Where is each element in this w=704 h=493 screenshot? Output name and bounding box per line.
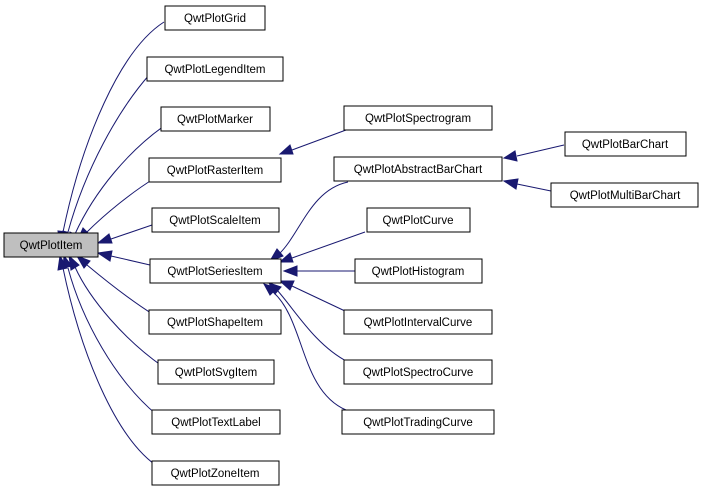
- node-qwtplotintervalcurve[interactable]: QwtPlotIntervalCurve: [343, 309, 493, 335]
- node-box: [341, 409, 495, 435]
- node-label: QwtPlotSpectroCurve: [363, 367, 474, 379]
- edge-absbar-to-series: [277, 181, 349, 256]
- node-label: QwtPlotLegendItem: [164, 64, 265, 76]
- edge-trading-to-series: [272, 291, 347, 411]
- node-box: [343, 105, 493, 131]
- edge-interval-to-series: [291, 285, 346, 312]
- node-label: QwtPlotHistogram: [372, 266, 465, 278]
- edge-curve-to-series: [291, 231, 366, 259]
- edge-spectrogram-to-raster: [291, 129, 347, 151]
- node-label: QwtPlotAbstractBarChart: [354, 164, 483, 176]
- edge-multibar-to-absbar: [516, 183, 552, 192]
- node-label: QwtPlotSeriesItem: [167, 266, 262, 278]
- node-box: [148, 309, 282, 335]
- arrowhead-multibar: [502, 178, 519, 190]
- node-qwtplotshapeitem[interactable]: QwtPlotShapeItem: [148, 309, 282, 335]
- node-label: QwtPlotMultiBarChart: [570, 190, 681, 202]
- edge-raster-to-root: [86, 177, 156, 233]
- node-qwtplothistogram[interactable]: QwtPlotHistogram: [354, 258, 483, 284]
- edge-text-to-root: [67, 267, 158, 416]
- node-qwtplotmultibarchart[interactable]: QwtPlotMultiBarChart: [550, 182, 699, 208]
- node-box: [333, 156, 503, 182]
- node-qwtplotlegenditem[interactable]: QwtPlotLegendItem: [146, 56, 284, 82]
- arrowhead-svg: [68, 254, 80, 271]
- node-box: [164, 5, 266, 31]
- edges: [57, 21, 565, 469]
- node-label: QwtPlotSpectrogram: [365, 113, 471, 125]
- node-qwtplotabstractbarchart[interactable]: QwtPlotAbstractBarChart: [333, 156, 503, 182]
- arrowhead-spectrogram: [278, 144, 294, 155]
- node-qwtplotsvgitem[interactable]: QwtPlotSvgItem: [157, 359, 275, 385]
- node-label: QwtPlotScaleItem: [169, 215, 260, 227]
- arrowhead-shape: [75, 255, 91, 269]
- node-label: QwtPlotGrid: [184, 13, 246, 25]
- edge-series-to-root: [110, 255, 151, 266]
- node-box: [151, 460, 280, 486]
- node-label: QwtPlotBarChart: [582, 139, 669, 151]
- node-qwtplotseriesitem[interactable]: QwtPlotSeriesItem: [149, 258, 282, 284]
- arrowhead-histogram: [282, 265, 298, 277]
- node-qwtplottradingcurve[interactable]: QwtPlotTradingCurve: [341, 409, 495, 435]
- node-label: QwtPlotShapeItem: [167, 317, 263, 329]
- node-box: [550, 182, 699, 208]
- node-box: [343, 359, 493, 385]
- node-qwtplotgrid[interactable]: QwtPlotGrid: [164, 5, 266, 31]
- node-qwtplottextlabel[interactable]: QwtPlotTextLabel: [151, 409, 281, 435]
- node-box: [354, 258, 483, 284]
- node-qwtplotzoneitem[interactable]: QwtPlotZoneItem: [151, 460, 280, 486]
- node-box: [160, 106, 271, 132]
- arrowhead-scale: [96, 233, 113, 244]
- edge-spectrocurve-to-series: [276, 289, 349, 363]
- arrowhead-barchart: [502, 150, 518, 162]
- edge-legend-to-root: [67, 73, 151, 233]
- node-box: [151, 409, 281, 435]
- node-label: QwtPlotZoneItem: [171, 468, 260, 480]
- node-qwtplotspectrogram[interactable]: QwtPlotSpectrogram: [343, 105, 493, 131]
- node-label: QwtPlotRasterItem: [167, 165, 264, 177]
- node-label: QwtPlotTradingCurve: [363, 417, 473, 429]
- node-qwtplotcurve[interactable]: QwtPlotCurve: [366, 207, 471, 233]
- node-box: [146, 56, 284, 82]
- arrowhead-curve: [278, 252, 294, 263]
- node-label: QwtPlotMarker: [177, 114, 253, 126]
- node-box: [151, 207, 280, 233]
- node-qwtplotitem[interactable]: QwtPlotItem: [3, 232, 99, 258]
- node-label: QwtPlotIntervalCurve: [364, 317, 473, 329]
- node-label: QwtPlotItem: [20, 240, 83, 252]
- arrowhead-trading: [262, 283, 278, 296]
- edge-zone-to-root: [62, 267, 161, 469]
- node-box: [366, 207, 471, 233]
- node-label: QwtPlotTextLabel: [171, 417, 261, 429]
- node-box: [3, 232, 99, 258]
- nodes: QwtPlotItem QwtPlotGrid QwtPlotLegendIte…: [3, 5, 699, 486]
- edge-barchart-to-absbar: [516, 144, 565, 157]
- arrowhead-zone: [57, 254, 68, 271]
- edge-shape-to-root: [86, 264, 155, 316]
- node-box: [343, 309, 493, 335]
- node-label: QwtPlotCurve: [383, 215, 454, 227]
- node-box: [157, 359, 275, 385]
- node-qwtplotmarker[interactable]: QwtPlotMarker: [160, 106, 271, 132]
- node-box: [148, 157, 282, 183]
- node-qwtplotrasteritem[interactable]: QwtPlotRasterItem: [148, 157, 282, 183]
- edge-svg-to-root: [74, 266, 163, 367]
- arrowhead-series: [96, 250, 113, 262]
- edge-grid-to-root: [62, 21, 165, 233]
- edge-marker-to-root: [74, 125, 165, 235]
- node-label: QwtPlotSvgItem: [175, 367, 257, 379]
- node-qwtplotscaleitem[interactable]: QwtPlotScaleItem: [151, 207, 280, 233]
- edge-scale-to-root: [110, 224, 153, 240]
- node-box: [564, 131, 687, 157]
- node-qwtplotbarchart[interactable]: QwtPlotBarChart: [564, 131, 687, 157]
- node-box: [149, 258, 282, 284]
- arrowhead-interval: [278, 280, 295, 291]
- node-qwtplotspectrocurve[interactable]: QwtPlotSpectroCurve: [343, 359, 493, 385]
